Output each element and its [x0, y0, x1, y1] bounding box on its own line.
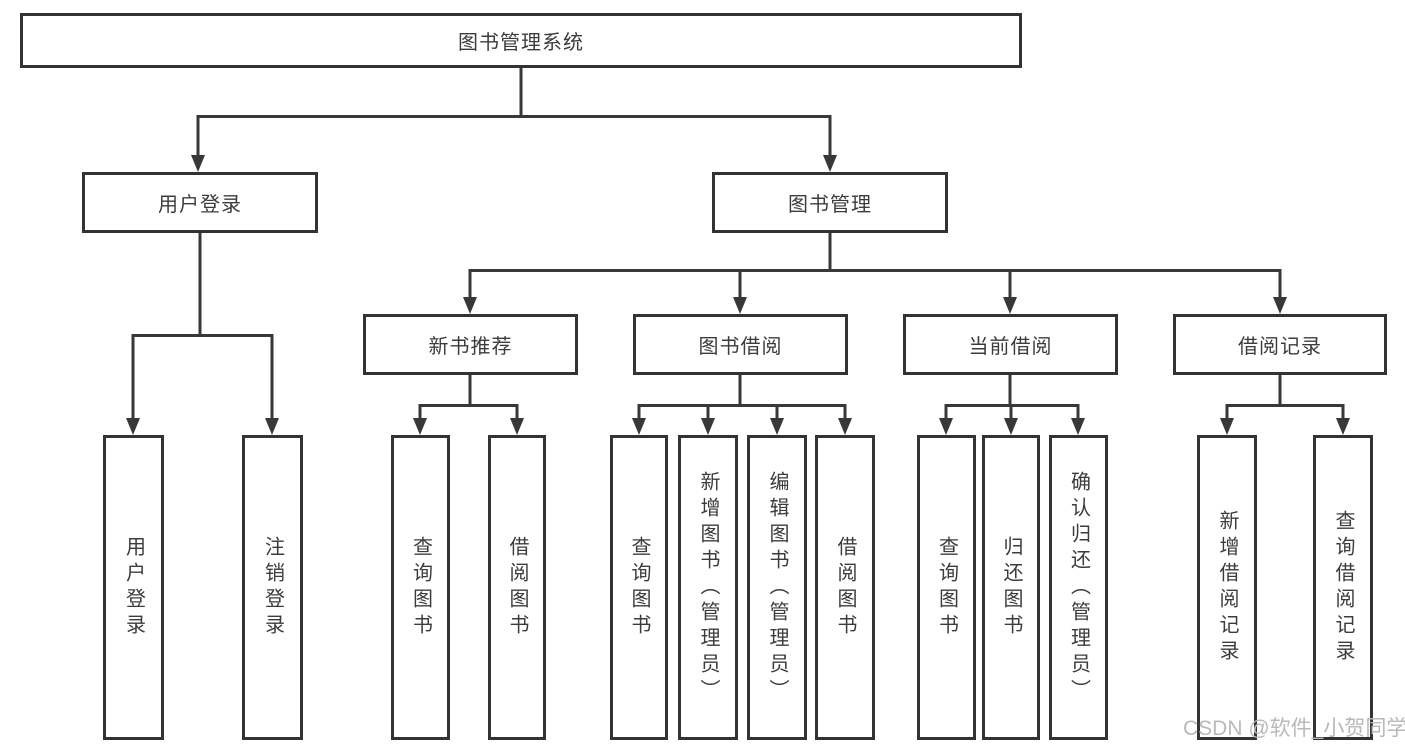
node-current-borrowing: 当前借阅 — [903, 314, 1118, 375]
leaf-cb-query-books-label: 查询图书 — [935, 535, 958, 640]
node-book-borrowing: 图书借阅 — [633, 314, 848, 375]
leaf-cb-query-books: 查询图书 — [917, 435, 976, 740]
leaf-logout-label: 注销登录 — [261, 535, 284, 640]
leaf-logout: 注销登录 — [242, 435, 303, 740]
node-new-book-recommend: 新书推荐 — [363, 314, 578, 375]
leaf-bb-borrow-books-label: 借阅图书 — [834, 535, 856, 640]
node-user-login: 用户登录 — [82, 172, 318, 233]
leaf-br-query-record-label: 查询借阅记录 — [1332, 509, 1354, 666]
leaf-nb-borrow-books: 借阅图书 — [488, 435, 546, 740]
node-book-borrowing-label: 图书借阅 — [698, 336, 783, 358]
leaf-nb-query-books: 查询图书 — [391, 435, 450, 740]
leaf-bb-borrow-books: 借阅图书 — [815, 435, 875, 740]
leaf-nb-borrow-books-label: 借阅图书 — [506, 535, 528, 640]
node-root-label: 图书管理系统 — [458, 32, 584, 54]
leaf-cb-return-books: 归还图书 — [982, 435, 1040, 740]
leaf-user-login-label: 用户登录 — [122, 535, 145, 640]
node-book-management: 图书管理 — [712, 172, 948, 233]
node-book-management-label: 图书管理 — [788, 194, 872, 216]
leaf-nb-query-books-label: 查询图书 — [409, 535, 432, 640]
node-new-book-recommend-label: 新书推荐 — [428, 336, 513, 358]
leaf-bb-query-books: 查询图书 — [610, 435, 668, 740]
leaf-bb-edit-books-admin-label: 编辑图书（管理员） — [766, 470, 788, 705]
leaf-bb-add-books-admin-label: 新增图书（管理员） — [697, 470, 719, 705]
leaf-bb-query-books-label: 查询图书 — [628, 535, 650, 640]
leaf-cb-confirm-return-admin-label: 确认归还（管理员） — [1067, 470, 1090, 705]
leaf-user-login: 用户登录 — [103, 435, 164, 740]
leaf-bb-add-books-admin: 新增图书（管理员） — [678, 435, 738, 740]
node-root: 图书管理系统 — [20, 13, 1022, 68]
leaf-br-add-record: 新增借阅记录 — [1197, 435, 1257, 740]
node-current-borrowing-label: 当前借阅 — [968, 336, 1053, 358]
leaf-br-query-record: 查询借阅记录 — [1313, 435, 1373, 740]
node-borrow-records-label: 借阅记录 — [1238, 336, 1322, 358]
csdn-watermark: CSDN @软件_小贺同学 — [1183, 717, 1405, 740]
leaf-cb-confirm-return-admin: 确认归还（管理员） — [1049, 435, 1108, 740]
leaf-bb-edit-books-admin: 编辑图书（管理员） — [747, 435, 807, 740]
leaf-br-add-record-label: 新增借阅记录 — [1216, 509, 1238, 666]
leaf-cb-return-books-label: 归还图书 — [1000, 535, 1022, 640]
node-user-login-label: 用户登录 — [158, 194, 242, 216]
node-borrow-records: 借阅记录 — [1173, 314, 1387, 375]
